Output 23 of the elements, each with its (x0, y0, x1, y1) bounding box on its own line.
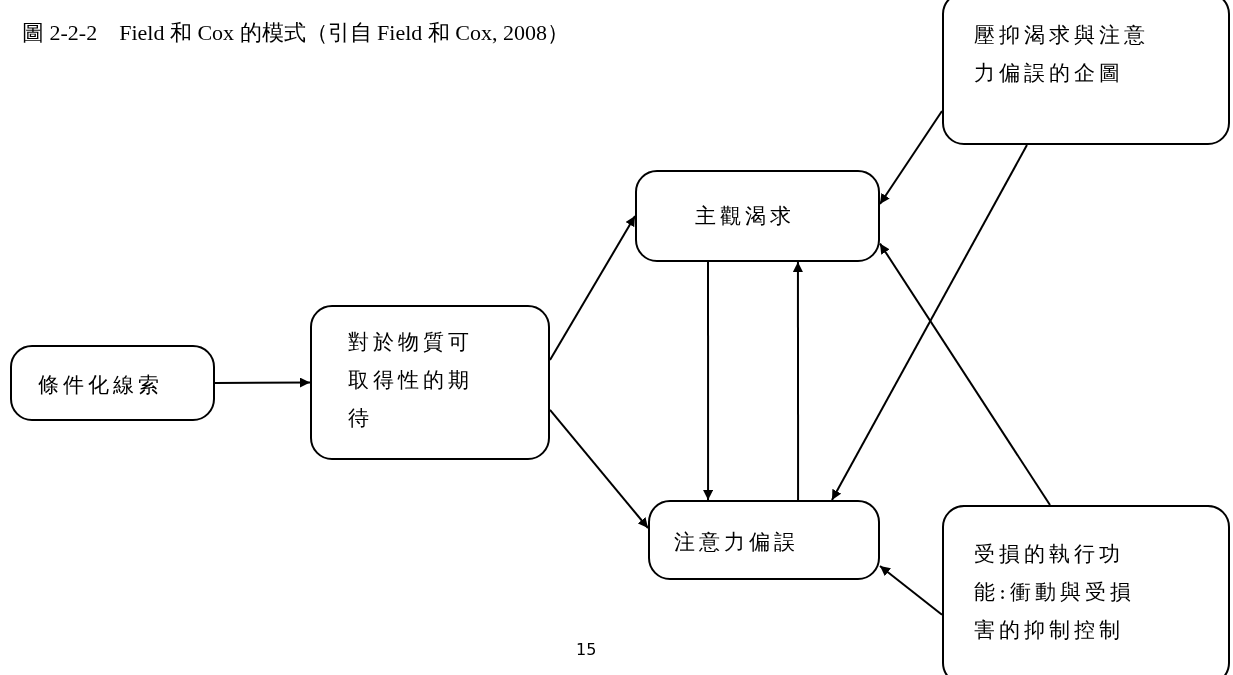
rounded-box (942, 0, 1230, 145)
arrow (792, 261, 803, 501)
arrow (214, 377, 311, 388)
node-text: 注意力偏誤 (674, 529, 800, 556)
rounded-box (648, 500, 880, 580)
arrow (831, 144, 1028, 501)
node-text: 對於物質可取得性的期待 (348, 329, 474, 432)
node-text: 條件化線索 (38, 372, 164, 399)
arrow (879, 565, 943, 616)
arrow (703, 261, 714, 501)
rounded-box (10, 345, 215, 421)
arrow (549, 215, 636, 361)
arrow (879, 242, 1051, 506)
rounded-box (635, 170, 880, 262)
node-text: 受損的執行功能:衝動與受損害的抑制控制 (974, 541, 1137, 644)
rounded-box (310, 305, 550, 460)
node-text: 壓抑渴求與注意力偏誤的企圖 (974, 22, 1150, 87)
node-text: 主觀渴求 (695, 203, 796, 230)
figure-title: 圖 2-2-2 Field 和 Cox 的模式（引自 Field 和 Cox, 2008） (22, 19, 569, 47)
page-number: 15 (576, 640, 597, 659)
rounded-box (942, 505, 1230, 675)
arrow (549, 408, 649, 529)
arrow (879, 110, 943, 206)
